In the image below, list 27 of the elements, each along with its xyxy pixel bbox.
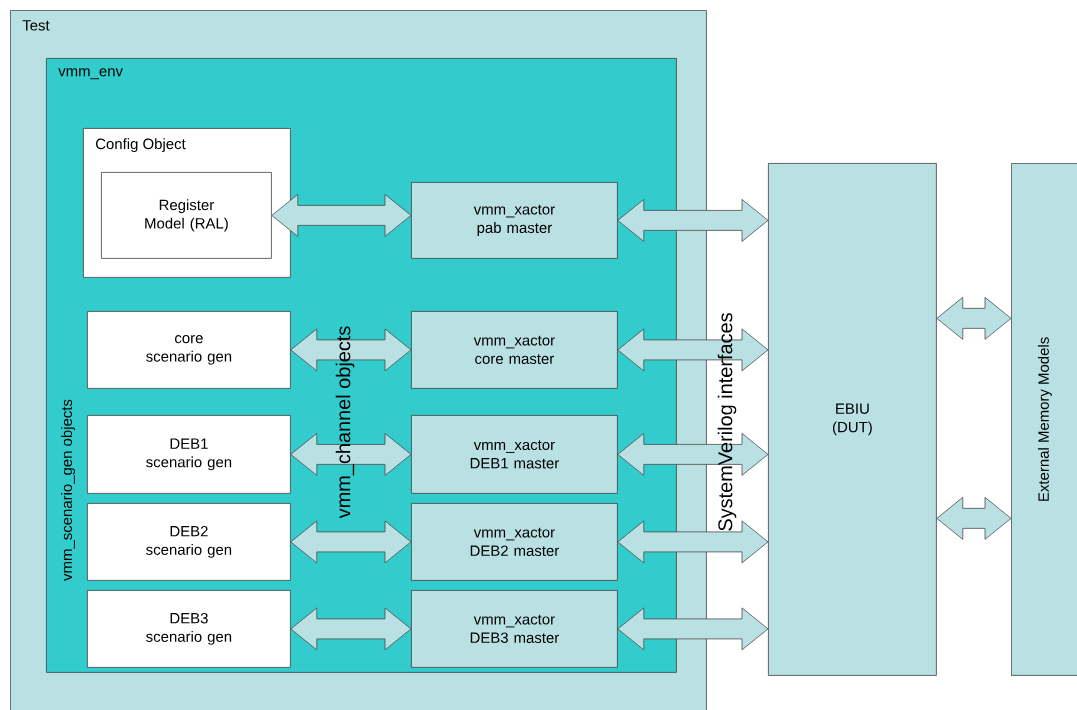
block-arrow	[617, 433, 769, 476]
component-box: vmm_xactor core master	[411, 311, 618, 389]
component-box: EBIU (DUT)	[768, 163, 937, 676]
rotated-label: SystemVerilog interfaces	[717, 313, 737, 531]
object-box: DEB1 scenario gen	[87, 415, 291, 494]
rotated-label: vmm_scenario_gen objects	[61, 399, 75, 581]
component-box: vmm_xactor DEB1 master	[411, 415, 618, 494]
block-arrow	[617, 607, 769, 651]
block-arrow	[617, 199, 769, 242]
block-arrow	[936, 496, 1012, 540]
component-box: vmm_xactor pab master	[411, 182, 618, 259]
block-arrow	[290, 607, 412, 651]
rotated-label: vmm_channel objects	[335, 326, 355, 519]
object-box: Register Model (RAL)	[101, 172, 272, 259]
component-box: vmm_xactor DEB3 master	[411, 590, 618, 668]
block-arrow	[617, 520, 769, 564]
block-arrow	[290, 433, 412, 476]
block-arrow	[617, 328, 769, 372]
object-box: DEB3 scenario gen	[87, 590, 291, 668]
object-box: DEB2 scenario gen	[87, 503, 291, 581]
block-arrow	[271, 194, 412, 237]
component-box: vmm_xactor DEB2 master	[411, 503, 618, 581]
object-box: core scenario gen	[87, 311, 291, 389]
block-arrow	[290, 520, 412, 564]
block-arrow	[290, 328, 412, 372]
block-arrow	[936, 296, 1012, 340]
component-box: External Memory Models	[1011, 163, 1077, 676]
